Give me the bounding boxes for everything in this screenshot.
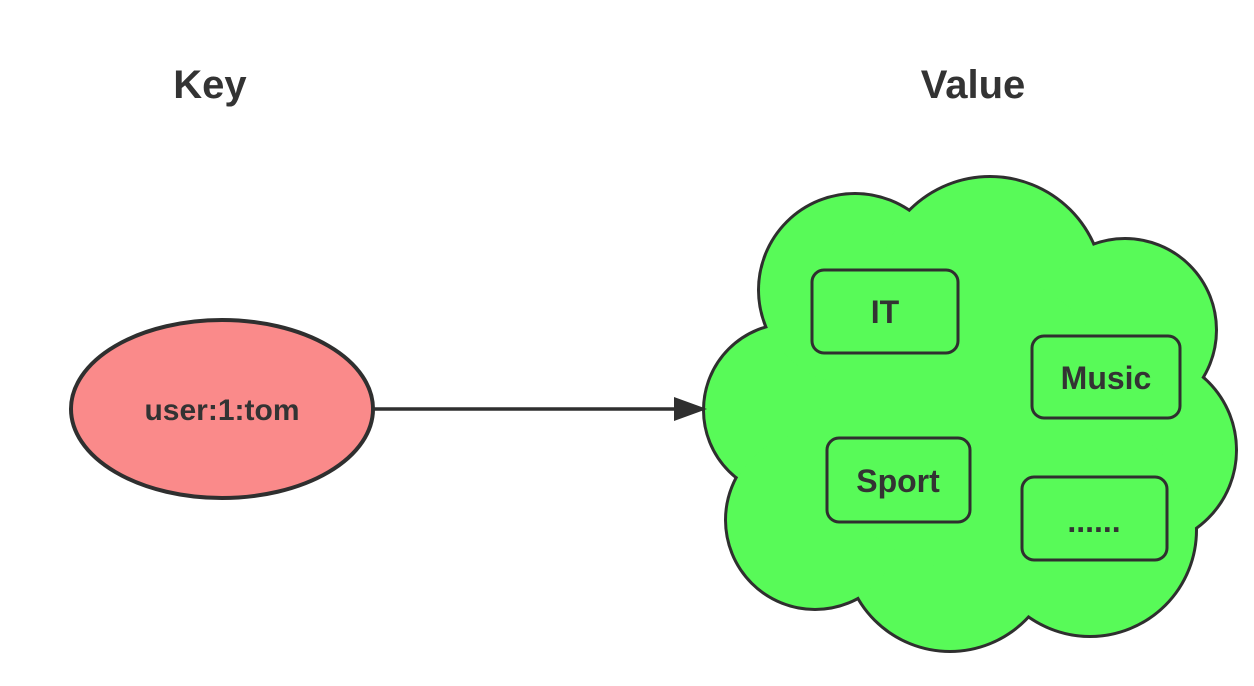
value-box-it-label: IT: [871, 294, 900, 330]
value-box-sport-rect: [825, 436, 972, 524]
value-box-music-rect: [1030, 334, 1182, 420]
key-to-value-arrow: [373, 397, 707, 421]
value-box-music: Music: [1030, 334, 1182, 420]
value-box-more: ......: [1020, 475, 1169, 562]
key-ellipse: [69, 318, 375, 500]
key-node-label: user:1:tom: [144, 394, 299, 427]
value-box-sport: Sport: [825, 436, 972, 524]
value-box-it: IT: [810, 268, 960, 355]
value-heading: Value: [921, 63, 1026, 107]
value-cloud: IT Music Sport ......: [702, 175, 1238, 653]
value-box-music-label: Music: [1061, 360, 1152, 396]
value-box-sport-label: Sport: [856, 463, 940, 499]
arrowhead-icon: [674, 397, 707, 421]
value-box-it-rect: [810, 268, 960, 355]
key-node: user:1:tom: [69, 318, 375, 500]
value-box-more-rect: [1020, 475, 1169, 562]
key-heading: Key: [173, 63, 247, 107]
value-box-more-label: ......: [1067, 503, 1120, 539]
